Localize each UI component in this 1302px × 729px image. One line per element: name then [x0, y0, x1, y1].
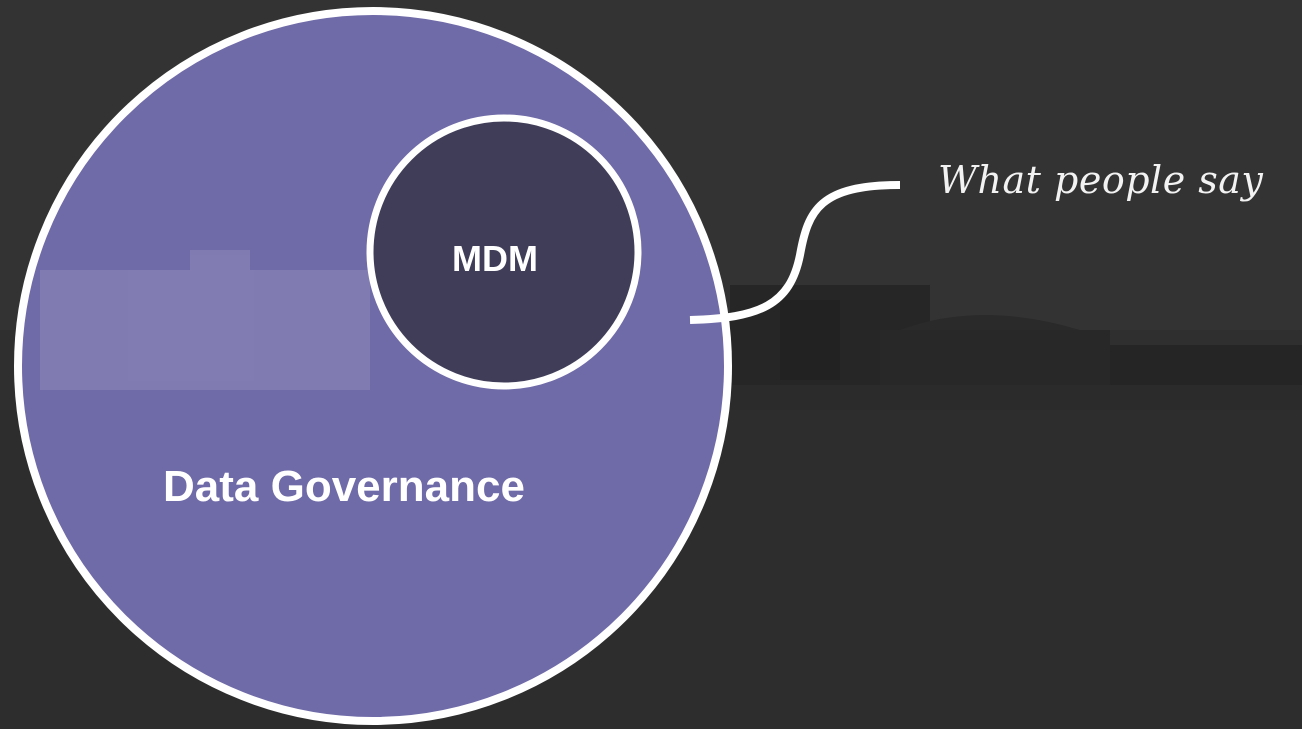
- mdm-label: MDM: [452, 238, 538, 279]
- callout-connector-line: [689, 181, 901, 324]
- faded-building-overlay: [40, 250, 370, 390]
- mdm-circle: [366, 114, 642, 390]
- data-governance-label: Data Governance: [163, 462, 525, 511]
- callout-text: What people say: [938, 158, 1264, 202]
